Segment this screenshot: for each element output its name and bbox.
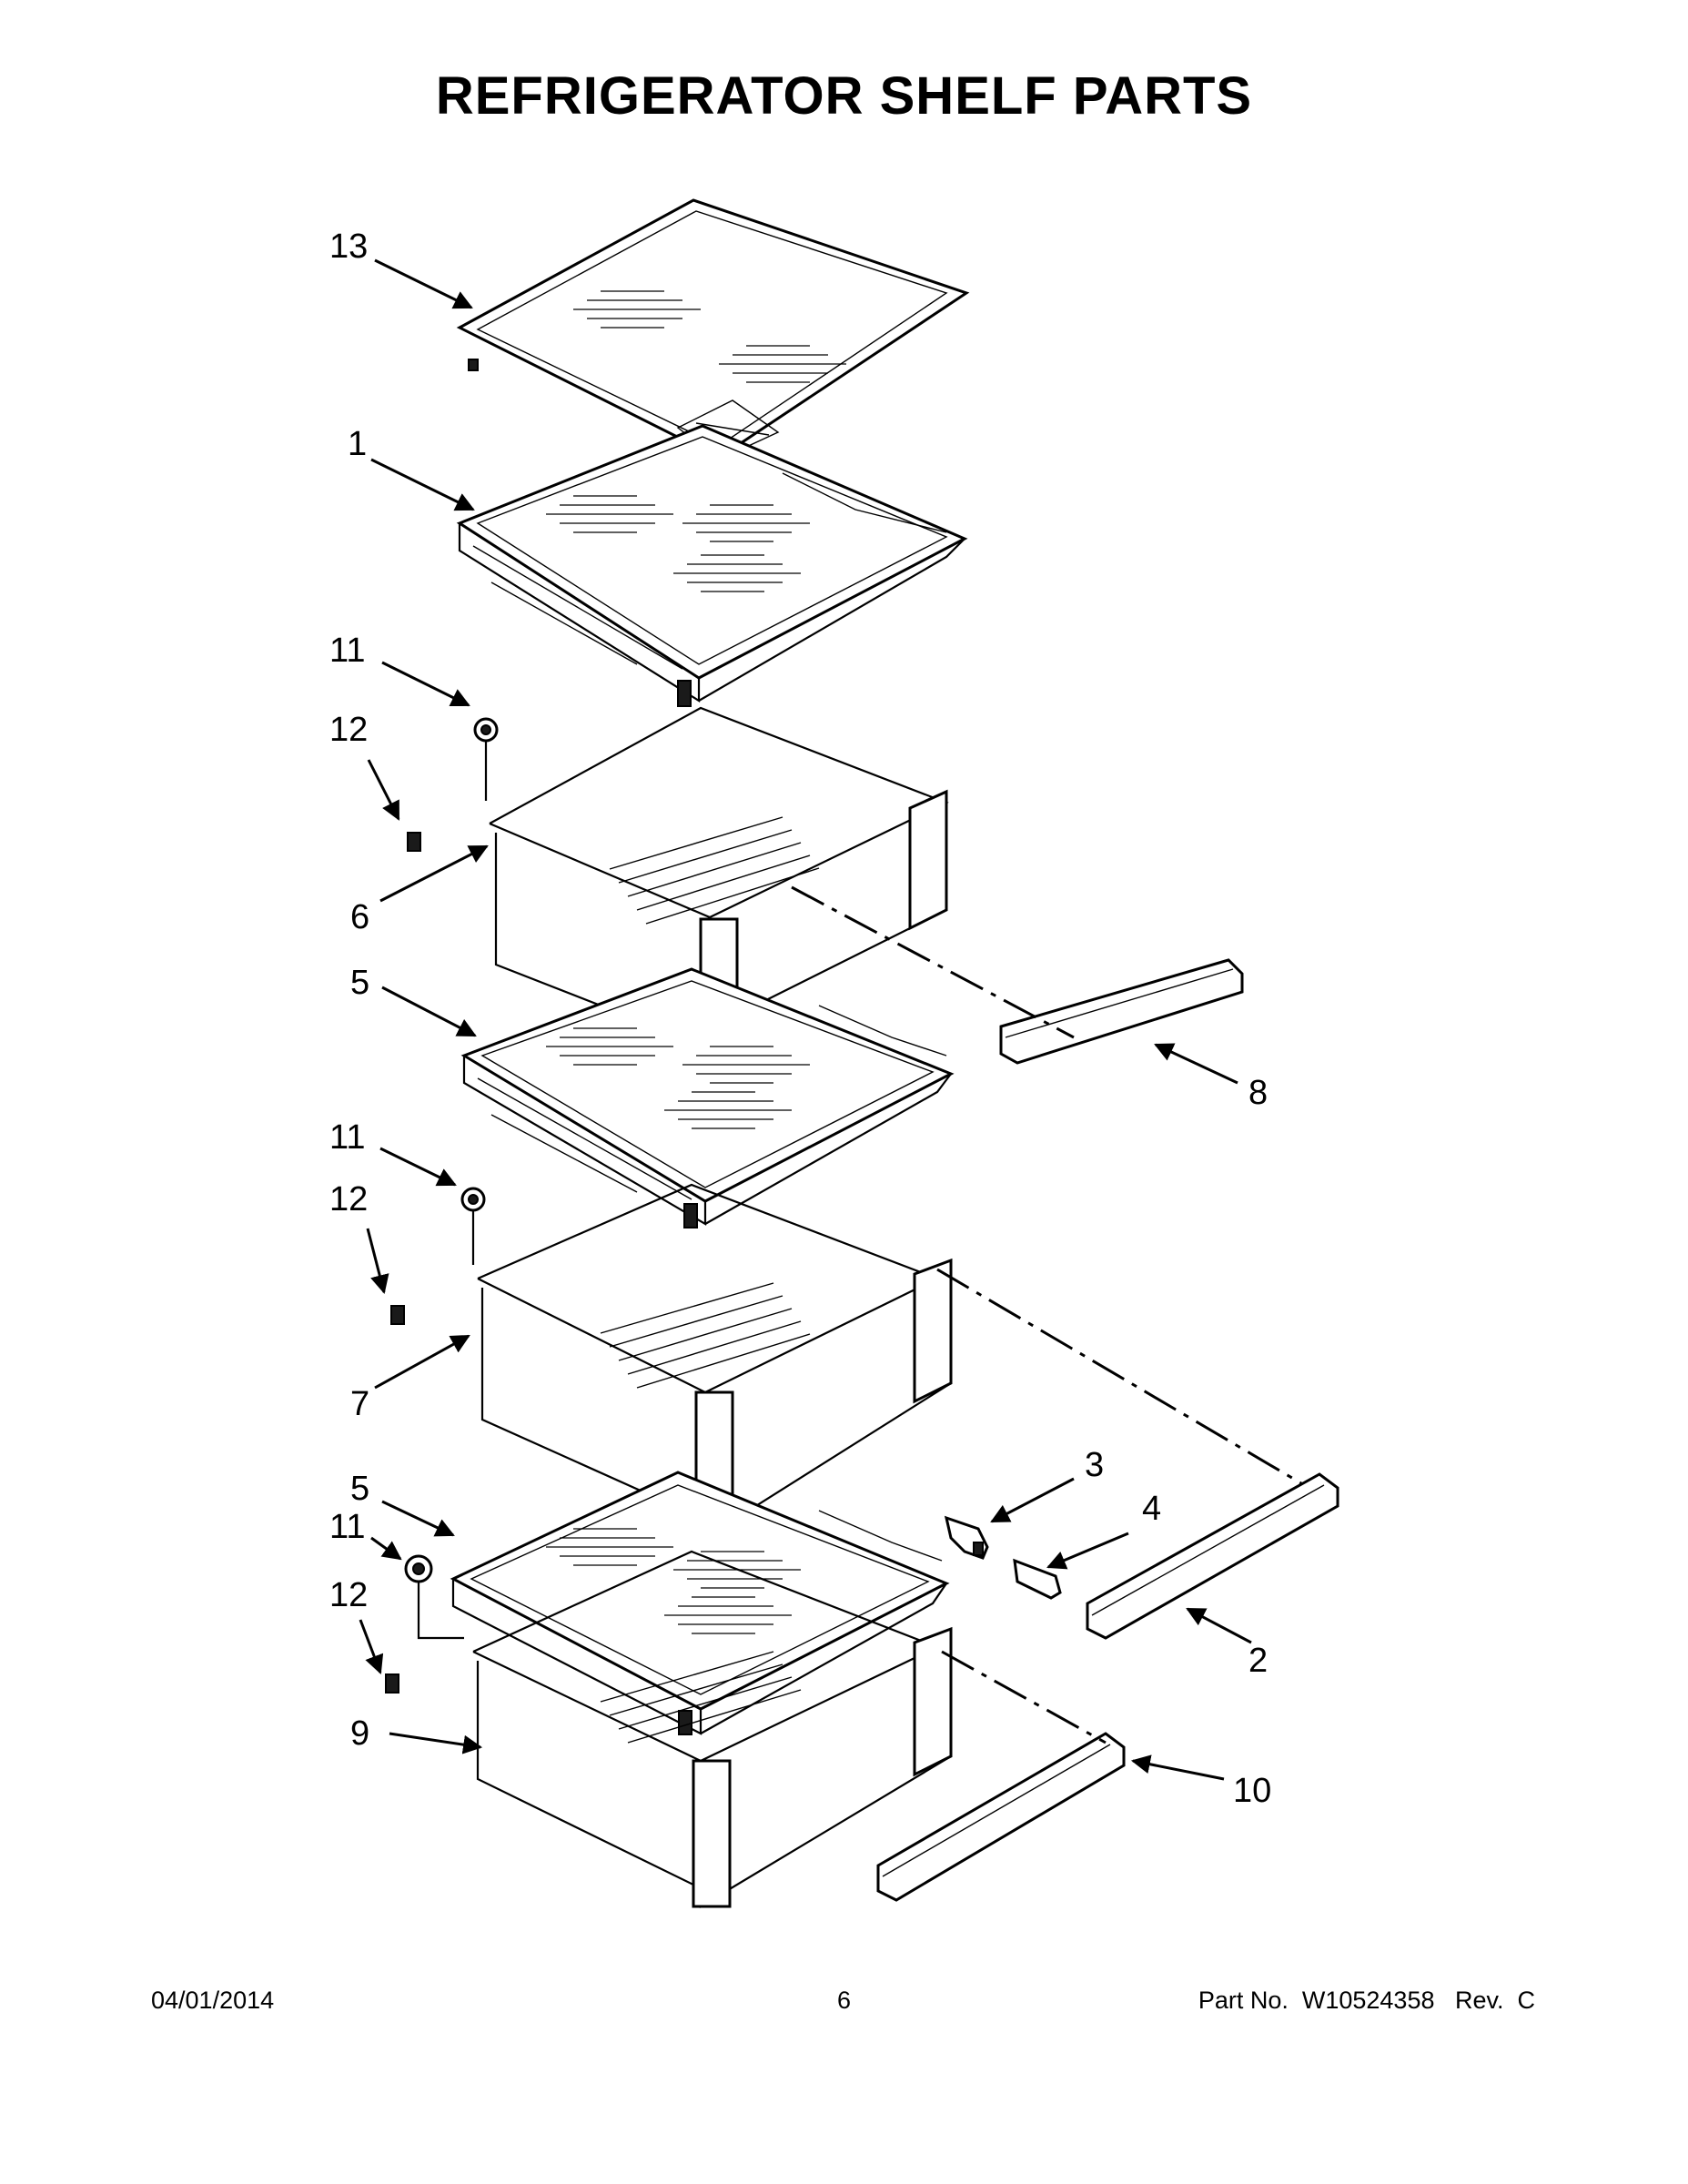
callout-7: 7	[350, 1385, 369, 1423]
callout-11-upper: 11	[329, 632, 365, 670]
part-5-shelf-lower	[385, 1471, 950, 1735]
callout-11-middle: 11	[329, 1118, 365, 1157]
part-13-glass-shelf-top	[456, 198, 970, 460]
footer-part-number: Part No. W10524358 Rev. C	[1198, 1987, 1535, 2014]
callout-13: 13	[329, 228, 368, 266]
callout-9: 9	[350, 1714, 369, 1753]
footer-page-number: 6	[836, 1987, 852, 2014]
callout-5-lower: 5	[350, 1470, 369, 1508]
part-1-shelf-assembly	[456, 424, 968, 707]
part-9-crisper-drawer-lower	[472, 1550, 953, 1908]
callout-10: 10	[1233, 1772, 1271, 1810]
part-8-drawer-rail	[999, 958, 1244, 1065]
callout-8: 8	[1248, 1074, 1268, 1112]
callout-11-lower: 11	[329, 1508, 365, 1546]
rail-2-alignment-line	[936, 1268, 1302, 1485]
rail-10-alignment-line	[941, 1650, 1107, 1744]
callout-2: 2	[1248, 1642, 1268, 1680]
part-3-clip	[944, 1515, 989, 1560]
footer-date: 04/01/2014	[151, 1987, 275, 2014]
callout-12-lower: 12	[329, 1576, 368, 1614]
part-10-drawer-rail	[876, 1732, 1126, 1902]
rail-8-alignment-line	[791, 885, 1075, 1039]
page-title: REFRIGERATOR SHELF PARTS	[435, 66, 1253, 126]
part-4-clip	[1013, 1558, 1062, 1600]
part-5-shelf-middle	[460, 967, 955, 1228]
part-2-drawer-rail	[1086, 1472, 1339, 1640]
callout-4: 4	[1142, 1490, 1161, 1528]
callout-5-middle: 5	[350, 964, 369, 1002]
callout-6: 6	[350, 898, 369, 936]
callout-3: 3	[1085, 1446, 1104, 1484]
callout-12-upper: 12	[329, 711, 368, 749]
callout-1: 1	[348, 425, 367, 463]
callout-12-middle: 12	[329, 1180, 368, 1218]
